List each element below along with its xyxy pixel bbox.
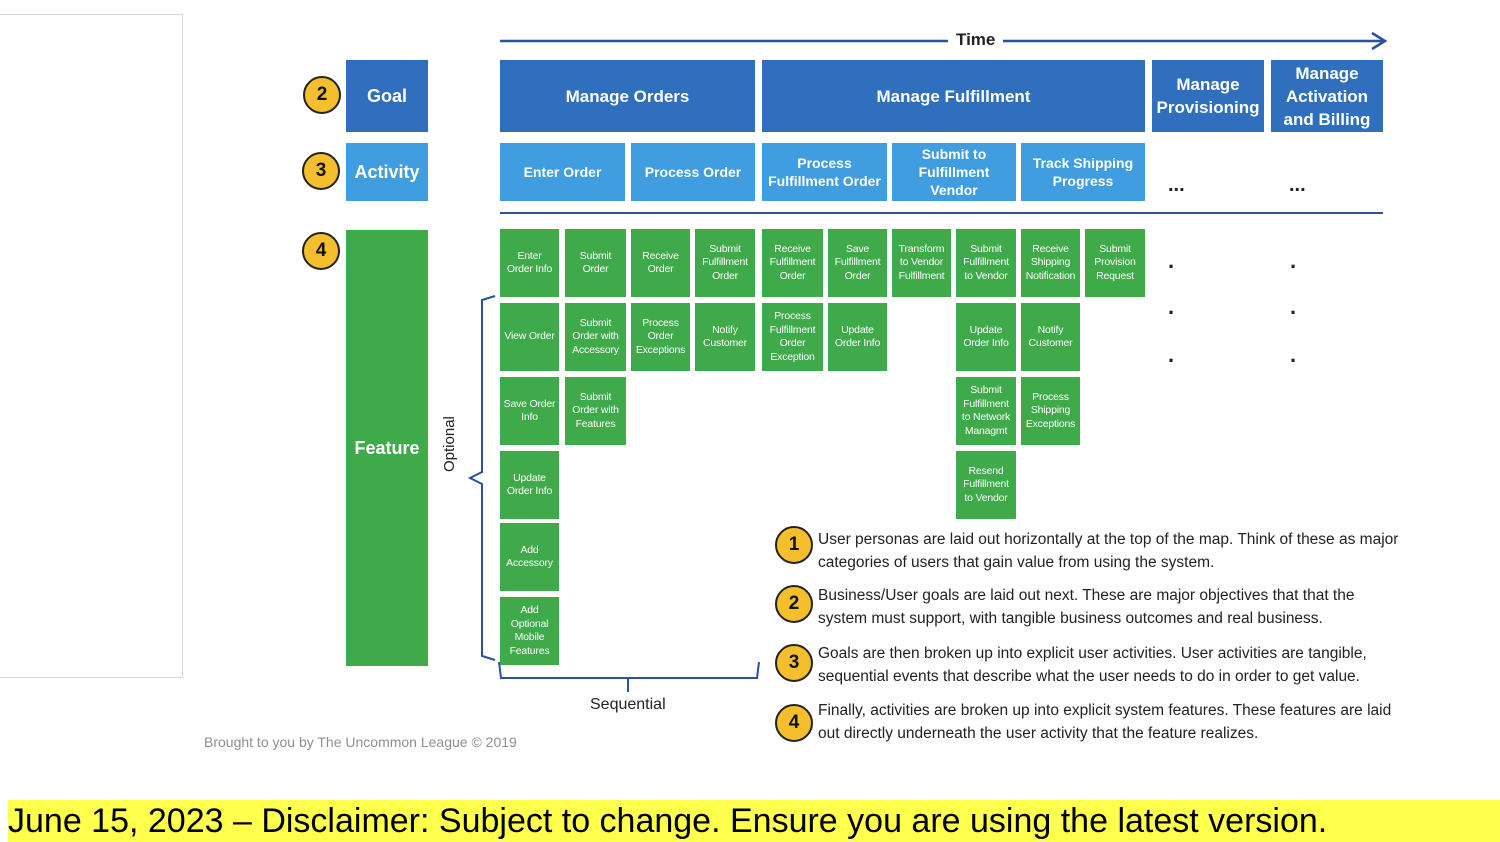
goal-row-label: Goal [346,60,428,132]
activity-row-label: Activity [346,143,428,201]
note-3-badge: 3 [775,644,813,682]
activity-feature-divider [500,212,1383,214]
feature-card: Receive Order [631,229,690,297]
feature-card: Receive Fulfillment Order [762,229,823,297]
goal-manage-provisioning: Manage Provisioning [1152,60,1264,132]
sequential-bracket [498,661,760,692]
feature-card: Transform to Vendor Fulfillment [892,229,951,297]
placeholder-dot: . [1290,248,1297,273]
feature-card: Submit Provision Request [1085,229,1145,297]
feature-card: Process Shipping Exceptions [1021,377,1080,445]
activity-process-order: Process Order [631,143,755,201]
left-blank-panel [0,14,183,678]
feature-card: Receive Shipping Notification [1021,229,1080,297]
feature-row-label: Feature [346,230,428,666]
feature-card: Add Accessory [500,523,559,591]
feature-card: Process Order Exceptions [631,303,690,371]
note-2-badge: 2 [775,585,813,623]
feature-card: Submit Fulfillment Order [695,229,755,297]
time-arrow [500,31,1388,51]
placeholder-dot: . [1290,342,1297,367]
activity-ellipsis-provisioning: ... [1168,174,1185,196]
activity-number-badge: 3 [302,152,340,190]
activity-track-shipping-progress: Track Shipping Progress [1021,143,1145,201]
activity-submit-to-fulfillment-vendor: Submit to Fulfillment Vendor [892,143,1016,201]
placeholder-dot: . [1168,248,1175,273]
feature-card: Submit Order with Accessory [565,303,626,371]
feature-card: Update Order Info [828,303,887,371]
note-1-text: User personas are laid out horizontally … [818,531,1399,571]
disclaimer-banner: June 15, 2023 – Disclaimer: Subject to c… [8,800,1500,842]
feature-card: Resend Fulfillment to Vendor [956,451,1016,519]
goal-manage-activation-billing: Manage Activation and Billing [1271,60,1383,132]
placeholder-dot: . [1290,294,1297,319]
placeholder-dot: . [1168,342,1175,367]
feature-card: Submit Order [565,229,626,297]
feature-card: Save Fulfillment Order [828,229,887,297]
feature-card: Update Order Info [500,451,559,519]
feature-card: Notify Customer [1021,303,1080,371]
sequential-label: Sequential [590,696,666,713]
credit-text: Brought to you by The Uncommon League © … [204,734,517,750]
feature-card: Submit Order with Features [565,377,626,445]
goal-manage-orders: Manage Orders [500,60,755,132]
feature-card: Submit Fulfillment to Network Managmt [956,377,1016,445]
goal-manage-fulfillment: Manage Fulfillment [762,60,1145,132]
note-4-badge: 4 [775,704,813,742]
feature-card: Notify Customer [695,303,755,371]
note-1-badge: 1 [775,526,813,564]
placeholder-dot: . [1168,294,1175,319]
feature-card: Save Order Info [500,377,559,445]
feature-card: Update Order Info [956,303,1016,371]
activity-process-fulfillment-order: Process Fulfillment Order [762,143,887,201]
feature-card: Submit Fulfillment to Vendor [956,229,1016,297]
goal-number-badge: 2 [303,76,341,114]
time-label: Time [948,30,1004,50]
note-2-text: Business/User goals are laid out next. T… [818,587,1355,627]
feature-card: Process Fulfillment Order Exception [762,303,823,371]
activity-enter-order: Enter Order [500,143,625,201]
optional-label: Optional [441,416,458,472]
optional-bracket [467,295,496,661]
note-3-text: Goals are then broken up into explicit u… [818,645,1367,685]
activity-ellipsis-billing: ... [1289,174,1306,196]
note-4-text: Finally, activities are broken up into e… [818,702,1392,742]
feature-number-badge: 4 [302,232,340,270]
feature-card: Enter Order Info [500,229,559,297]
feature-card: View Order [500,303,559,371]
feature-card: Add Optional Mobile Features [500,597,559,665]
